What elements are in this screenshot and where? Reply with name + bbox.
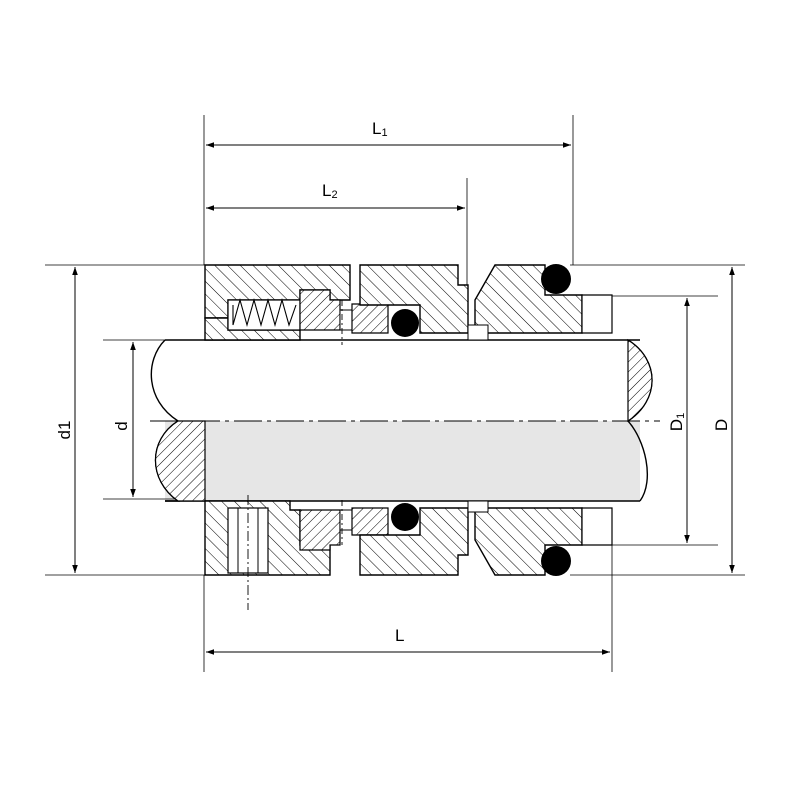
shaft-right-break-section: [627, 338, 653, 423]
gland-upper: [474, 264, 583, 334]
shaft-lower-half: [165, 421, 640, 501]
o-ring-upper-inner: [391, 309, 419, 337]
drive-pin-upper: [299, 289, 341, 331]
o-ring-lower-outer: [541, 546, 571, 576]
label-D1: D1: [667, 413, 687, 431]
lower-seal-section: [204, 500, 613, 576]
shaft: [150, 338, 653, 502]
label-L1: L1: [372, 119, 388, 139]
dimension-labels: L1 L2 L d1 d D1 D: [55, 119, 731, 645]
center-lines: [150, 300, 660, 610]
o-ring-upper-outer: [541, 264, 571, 294]
label-L: L: [395, 626, 404, 645]
drive-pin-lower: [299, 509, 341, 551]
stationary-seat-upper: [359, 264, 469, 334]
label-D: D: [712, 419, 731, 431]
extension-lines: [45, 115, 745, 672]
rotating-ring-upper: [351, 303, 389, 334]
upper-seal-section: [204, 264, 613, 341]
stationary-seat-lower: [359, 507, 469, 576]
label-L2: L2: [322, 181, 338, 201]
o-ring-lower-inner: [391, 503, 419, 531]
shaft-upper-half: [165, 340, 640, 421]
dimension-lines: [72, 142, 735, 655]
rotating-ring-lower: [351, 507, 389, 536]
shaft-left-break-section: [155, 420, 206, 502]
label-d1: d1: [55, 421, 74, 440]
spring-icon: [232, 297, 297, 328]
label-d: d: [112, 421, 131, 430]
